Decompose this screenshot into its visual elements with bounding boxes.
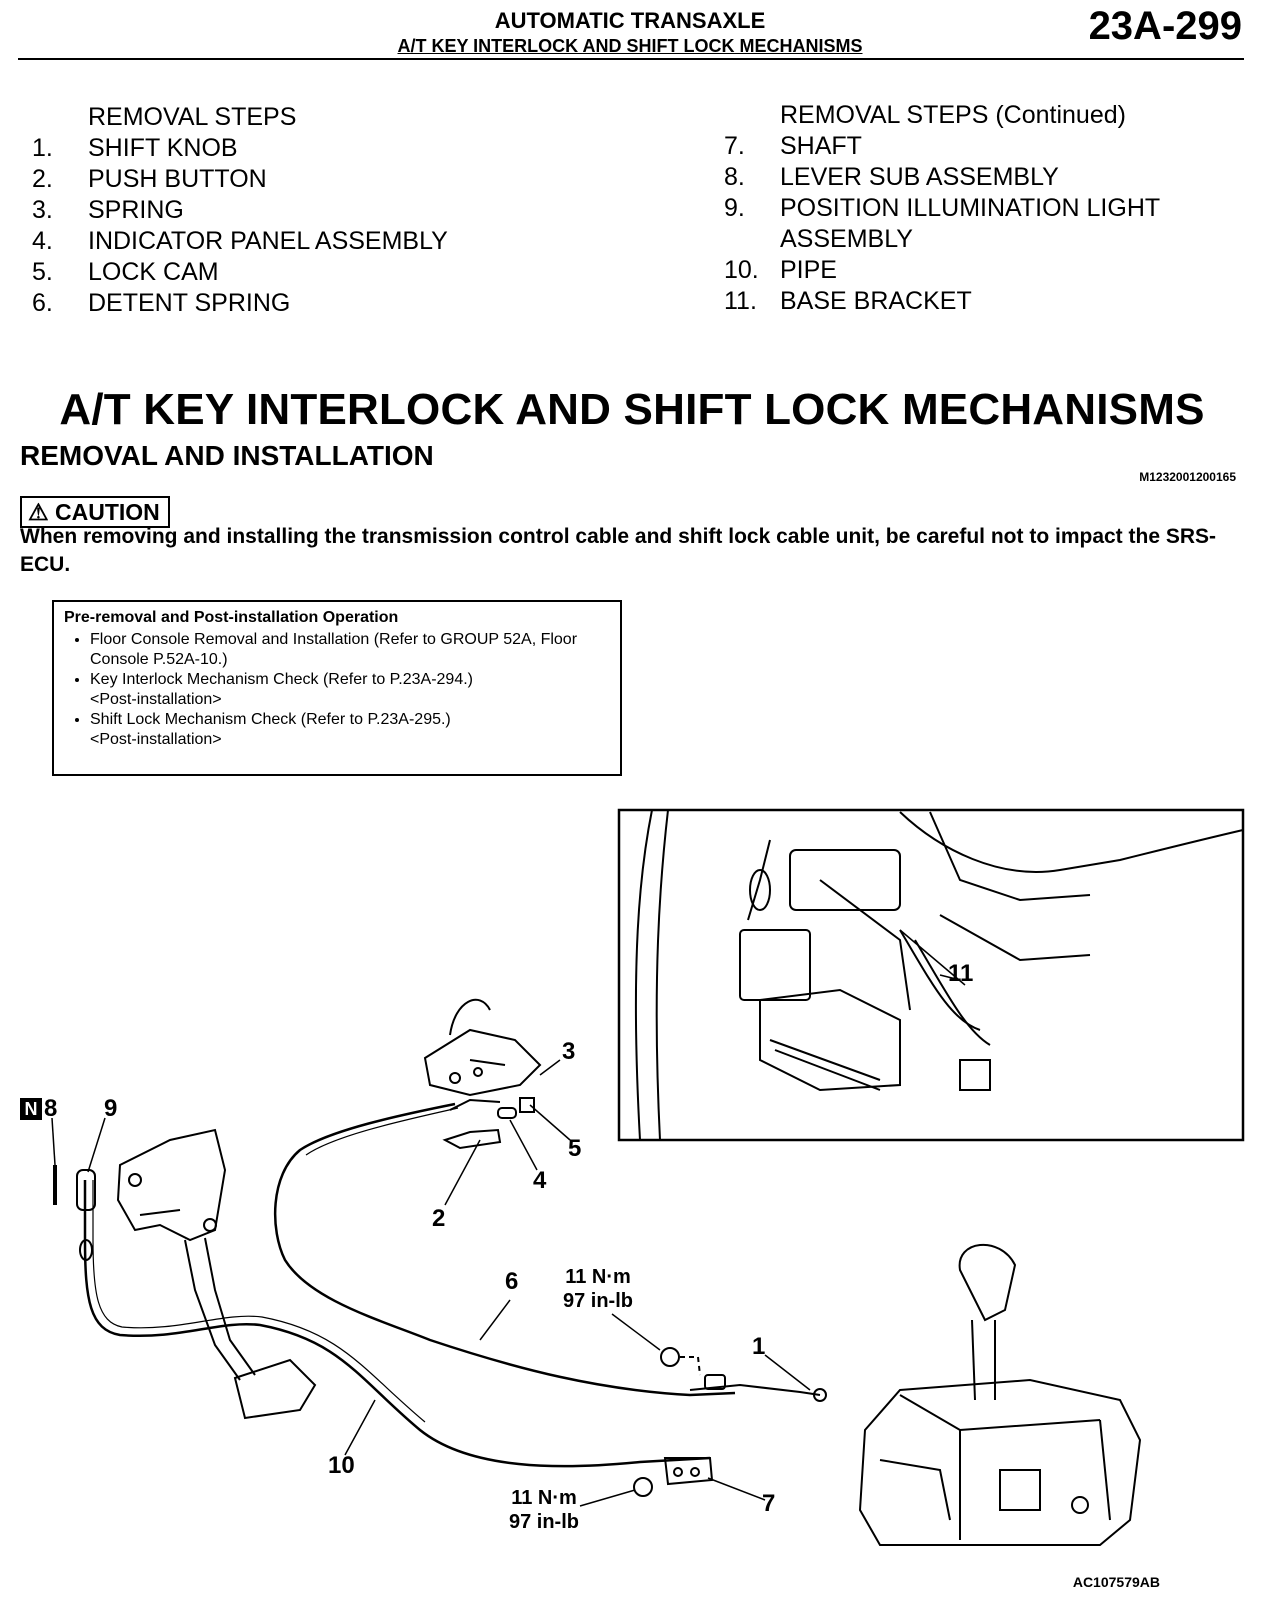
callout-6: 6 (505, 1268, 519, 1295)
removal-steps-right: REMOVAL STEPS (Continued) 7.SHAFT 8.LEVE… (724, 100, 1244, 317)
list-item: 3.SPRING (32, 196, 184, 224)
pipe (83, 1180, 711, 1468)
header-rule (18, 58, 1244, 60)
list-item: Floor Console Removal and Installation (… (90, 630, 610, 670)
callout-4: 4 (533, 1167, 547, 1194)
section-subtitle: REMOVAL AND INSTALLATION (20, 440, 434, 471)
document-code: M1232001200165 (1139, 470, 1236, 484)
list-item: 6.DETENT SPRING (32, 289, 291, 317)
removal-steps-heading: REMOVAL STEPS (88, 103, 297, 131)
callout-1: 1 (752, 1333, 766, 1360)
pre-removal-box: Pre-removal and Post-installation Operat… (52, 600, 622, 776)
removal-steps-continued-heading: REMOVAL STEPS (Continued) (780, 101, 1126, 129)
list-item: Key Interlock Mechanism Check (Refer to … (90, 670, 610, 710)
torque-spec-lower: 11 N·m 97 in-lb (508, 1487, 579, 1533)
list-item: 4.INDICATOR PANEL ASSEMBLY (32, 227, 448, 255)
header-subsection: A/T KEY INTERLOCK AND SHIFT LOCK MECHANI… (397, 36, 863, 56)
shift-lock-cable (273, 1102, 736, 1397)
figure-code: AC107579AB (1072, 1574, 1160, 1590)
n-marker-badge: N (20, 1098, 42, 1120)
callout-5: 5 (568, 1135, 582, 1162)
callout-11: 11 (948, 960, 974, 987)
header-section: AUTOMATIC TRANSAXLE (494, 8, 766, 33)
callout-9: 9 (104, 1095, 118, 1122)
list-item: 2.PUSH BUTTON (32, 165, 267, 193)
pre-removal-title: Pre-removal and Post-installation Operat… (64, 609, 399, 626)
warning-triangle-icon: ⚠ (28, 499, 56, 525)
brake-pedal-bracket-drawing (116, 1128, 317, 1420)
inset-srs-ecu-drawing (634, 809, 1244, 1141)
list-item: 10.PIPE (724, 256, 837, 284)
page-number: 23A-299 (1088, 4, 1242, 48)
caution-badge: ⚠ CAUTION (20, 496, 170, 528)
shift-lever-assembly-drawing (858, 1243, 1142, 1546)
inset-frame (617, 808, 1245, 1142)
caution-text: When removing and installing the transmi… (20, 525, 1217, 576)
page-title: A/T KEY INTERLOCK AND SHIFT LOCK MECHANI… (59, 385, 1205, 434)
callout-3: 3 (562, 1038, 576, 1065)
torque-spec-upper: 11 N·m 97 in-lb (562, 1266, 633, 1312)
list-item: 8.LEVER SUB ASSEMBLY (724, 163, 1059, 191)
list-item: Shift Lock Mechanism Check (Refer to P.2… (90, 710, 610, 750)
list-item: 7.SHAFT (724, 132, 862, 160)
list-item: 1.SHIFT KNOB (32, 134, 238, 162)
callout-7: 7 (762, 1490, 776, 1517)
list-item: 11.BASE BRACKET (724, 287, 972, 315)
callout-2: 2 (432, 1205, 446, 1232)
removal-steps-left: REMOVAL STEPS 1.SHIFT KNOB 2.PUSH BUTTON… (32, 102, 652, 319)
shift-lock-unit-drawing (423, 998, 542, 1150)
callout-8: 8 (44, 1095, 58, 1122)
list-item: 5.LOCK CAM (32, 258, 219, 286)
callout-10: 10 (328, 1452, 355, 1479)
list-item: 9.POSITION ILLUMINATION LIGHT ASSEMBLY (724, 194, 1160, 253)
